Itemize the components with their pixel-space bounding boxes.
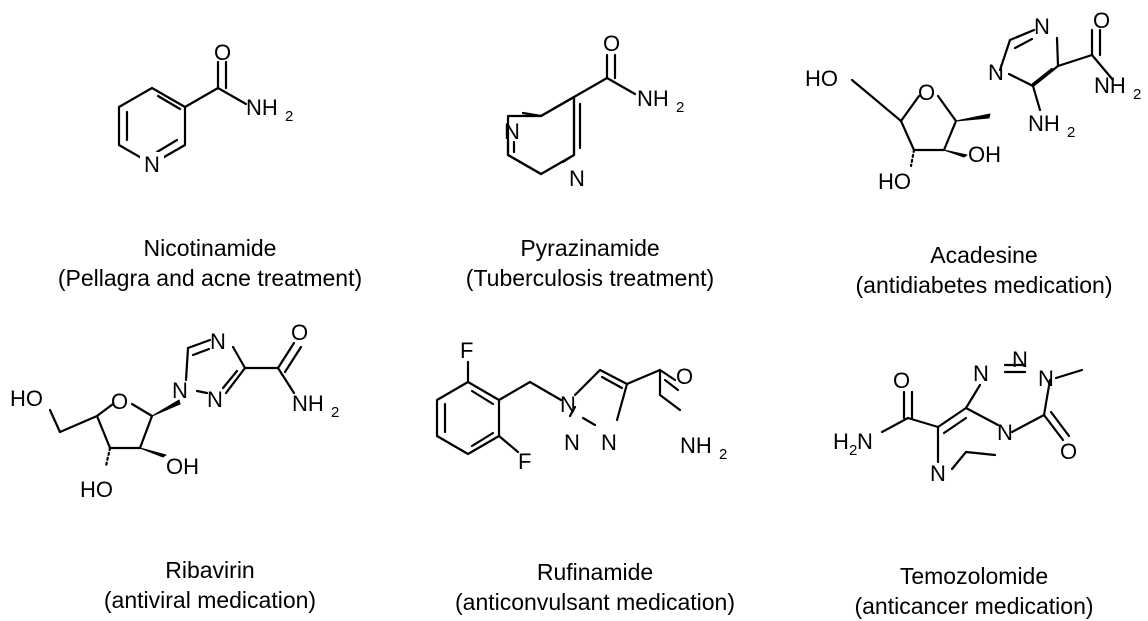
atom-label: NH [246,95,278,120]
atom-label: HO [80,477,113,502]
ribavirin-caption: Ribavirin (antiviral medication) [20,555,400,615]
molecule-use: (anticonvulsant medication) [455,589,735,615]
atom-label: N [210,329,226,354]
molecule-name: Rufinamide [536,559,654,585]
atom-label: O [603,31,620,56]
atom-label: NH [637,86,669,111]
temozolomide-caption: Temozolomide (anticancer medication) [800,561,1148,621]
atom-label: N [857,429,873,454]
atom-label: N [1038,366,1054,391]
molecule-use: (antidiabetes medication) [855,272,1113,298]
molecule-use: (Tuberculosis treatment) [465,265,715,291]
atom-label: NH [1094,73,1126,98]
rufinamide-caption: Rufinamide (anticonvulsant medication) [405,557,785,617]
molecule-use: (antiviral medication) [103,587,317,613]
atom-label: N [504,119,520,144]
atom-label: O [214,40,231,65]
atom-label: N [144,152,160,177]
atom-label: N [988,60,1004,85]
atom-label: N [997,420,1013,445]
atom-subscript: 2 [849,442,857,459]
nicotinamide-caption: Nicotinamide (Pellagra and acne treatmen… [20,233,400,293]
atom-subscript: 2 [676,99,684,116]
molecule-use: (anticancer medication) [854,593,1094,619]
atom-label: O [676,364,693,389]
atom-label: N [973,361,989,386]
atom-subscript: 2 [1133,86,1141,103]
acadesine-caption: Acadesine (antidiabetes medication) [820,240,1148,300]
atom-label: N [564,430,580,455]
atom-label: N [1012,347,1028,372]
atom-label: O [291,320,308,345]
nicotinamide-structure: O NH 2 N [117,40,293,178]
molecule-name: Temozolomide [899,563,1049,589]
atom-label: HO [10,386,43,411]
atom-label: O [893,368,910,393]
atom-label: OH [166,454,199,479]
molecule-name: Nicotinamide [143,235,277,261]
pyrazinamide-structure: O NH 2 N N [504,31,684,191]
rufinamide-structure: F F N N N O NH 2 [435,338,727,474]
acadesine-structure: HO O N N O NH 2 NH 2 OH HO [805,8,1141,194]
atom-label: N [569,166,585,191]
atom-label: N [601,430,617,455]
atom-subscript: 2 [1067,124,1075,141]
atom-label: F [460,338,473,363]
atom-label: O [111,389,128,414]
molecule-name: Pyrazinamide [520,235,660,261]
atom-label: NH [680,433,712,458]
atom-label: H [833,429,849,454]
atom-label: N [207,387,223,412]
atom-subscript: 2 [331,404,339,421]
atom-label: HO [878,169,911,194]
atom-label: HO [805,66,838,91]
atom-label: N [560,392,576,417]
atom-label: N [930,461,946,486]
atom-label: NH [292,391,324,416]
atom-label: O [1093,8,1110,33]
atom-label: O [918,80,935,105]
molecule-use: (Pellagra and acne treatment) [57,265,363,291]
atom-label: F [518,449,531,474]
atom-label: O [1060,439,1077,464]
atom-subscript: 2 [719,446,727,463]
ribavirin-structure: HO O N N N O NH 2 OH HO [10,320,339,502]
pyrazinamide-caption: Pyrazinamide (Tuberculosis treatment) [400,233,780,293]
molecule-name: Acadesine [930,242,1038,268]
temozolomide-structure: O H 2 N N N N N N O [833,347,1084,486]
atom-label: N [1034,14,1050,39]
atom-label: OH [968,142,1001,167]
atom-label: NH [1028,111,1060,136]
atom-subscript: 2 [285,108,293,125]
molecule-name: Ribavirin [165,557,255,583]
atom-label: N [172,378,188,403]
